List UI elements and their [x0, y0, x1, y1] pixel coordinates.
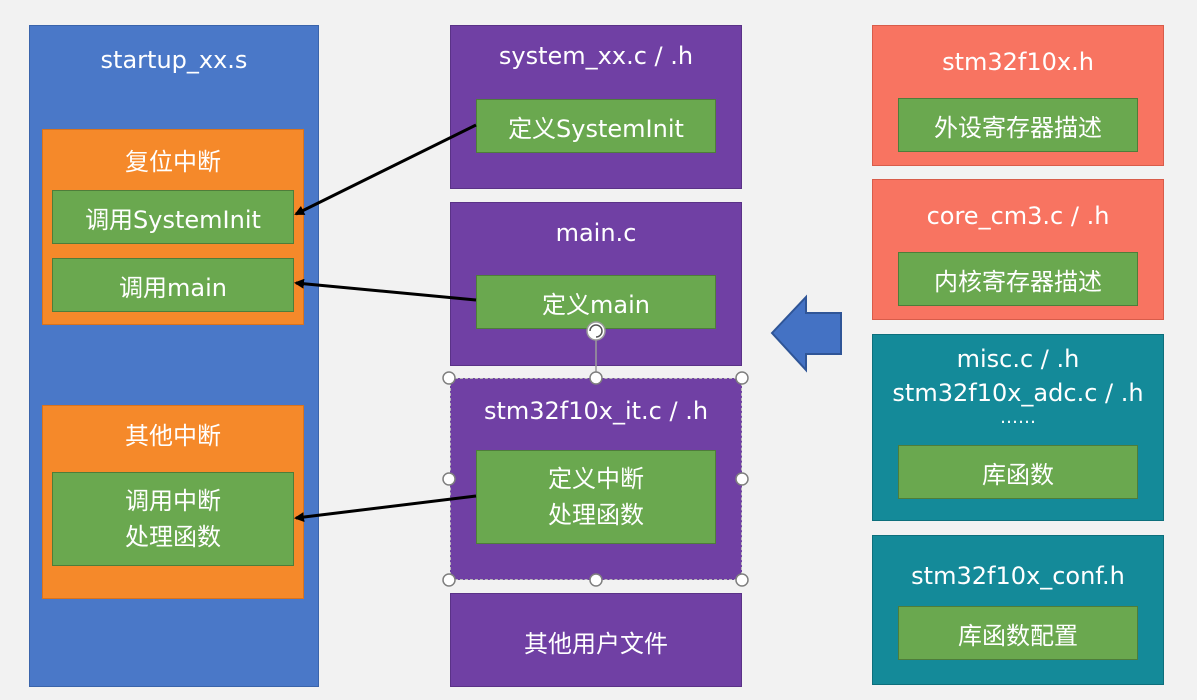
- selection-handles[interactable]: [442, 321, 749, 587]
- resize-handle-bottom[interactable]: [589, 573, 603, 587]
- resize-handle-bottom-left[interactable]: [442, 573, 456, 587]
- arrow-main-to-startup: [294, 278, 477, 302]
- reset-interrupt-block: 复位中断 调用SystemInit 调用main: [42, 129, 304, 325]
- arrow-systeminit-to-startup: [294, 123, 477, 216]
- core-register-desc-box: 内核寄存器描述: [898, 252, 1138, 306]
- reset-interrupt-title: 复位中断: [125, 148, 221, 176]
- resize-handle-right[interactable]: [735, 472, 749, 486]
- include-arrow-icon: [770, 294, 842, 373]
- system-file-title: system_xx.c / .h: [498, 42, 694, 70]
- library-functions-box: 库函数: [898, 445, 1138, 499]
- config-file-block: stm32f10x_conf.h 库函数配置: [872, 535, 1164, 685]
- resize-handle-left[interactable]: [442, 472, 456, 486]
- peripheral-register-desc-box: 外设寄存器描述: [898, 98, 1138, 152]
- other-interrupts-title: 其他中断: [125, 422, 221, 450]
- interrupt-file-block[interactable]: stm32f10x_it.c / .h 定义中断 处理函数: [450, 378, 742, 580]
- define-main-box: 定义main: [476, 275, 716, 329]
- library-file-misc: misc.c / .h: [956, 345, 1080, 373]
- other-interrupts-block: 其他中断 调用中断 处理函数: [42, 405, 304, 599]
- stm32-header-title: stm32f10x.h: [942, 48, 1094, 76]
- startup-file-block: startup_xx.s 复位中断 调用SystemInit 调用main 其他…: [29, 25, 319, 687]
- library-file-ellipsis: ……: [1000, 407, 1036, 428]
- resize-handle-bottom-right[interactable]: [735, 573, 749, 587]
- main-file-title: main.c: [555, 219, 637, 247]
- startup-file-title: startup_xx.s: [100, 46, 248, 74]
- library-config-box: 库函数配置: [898, 606, 1138, 660]
- call-main-box: 调用main: [52, 258, 294, 312]
- resize-handle-top-left[interactable]: [442, 371, 456, 385]
- interrupt-file-title: stm32f10x_it.c / .h: [483, 397, 709, 425]
- call-systeminit-box: 调用SystemInit: [52, 190, 294, 244]
- resize-handle-top[interactable]: [589, 371, 603, 385]
- stm32-header-block: stm32f10x.h 外设寄存器描述: [872, 25, 1164, 166]
- other-user-files-block: 其他用户文件: [450, 593, 742, 687]
- resize-handle-top-right[interactable]: [735, 371, 749, 385]
- system-file-block: system_xx.c / .h 定义SystemInit: [450, 25, 742, 189]
- core-file-block: core_cm3.c / .h 内核寄存器描述: [872, 179, 1164, 320]
- library-files-block: misc.c / .h stm32f10x_adc.c / .h …… 库函数: [872, 334, 1164, 521]
- define-interrupt-handler-box: 定义中断 处理函数: [476, 450, 716, 544]
- arrow-handler-to-startup: [294, 494, 477, 522]
- library-file-adc: stm32f10x_adc.c / .h: [892, 379, 1144, 407]
- define-systeminit-box: 定义SystemInit: [476, 99, 716, 153]
- other-user-files-title: 其他用户文件: [524, 630, 668, 658]
- core-file-title: core_cm3.c / .h: [926, 202, 1110, 230]
- call-interrupt-handler-box: 调用中断 处理函数: [52, 472, 294, 566]
- config-file-title: stm32f10x_conf.h: [911, 562, 1125, 590]
